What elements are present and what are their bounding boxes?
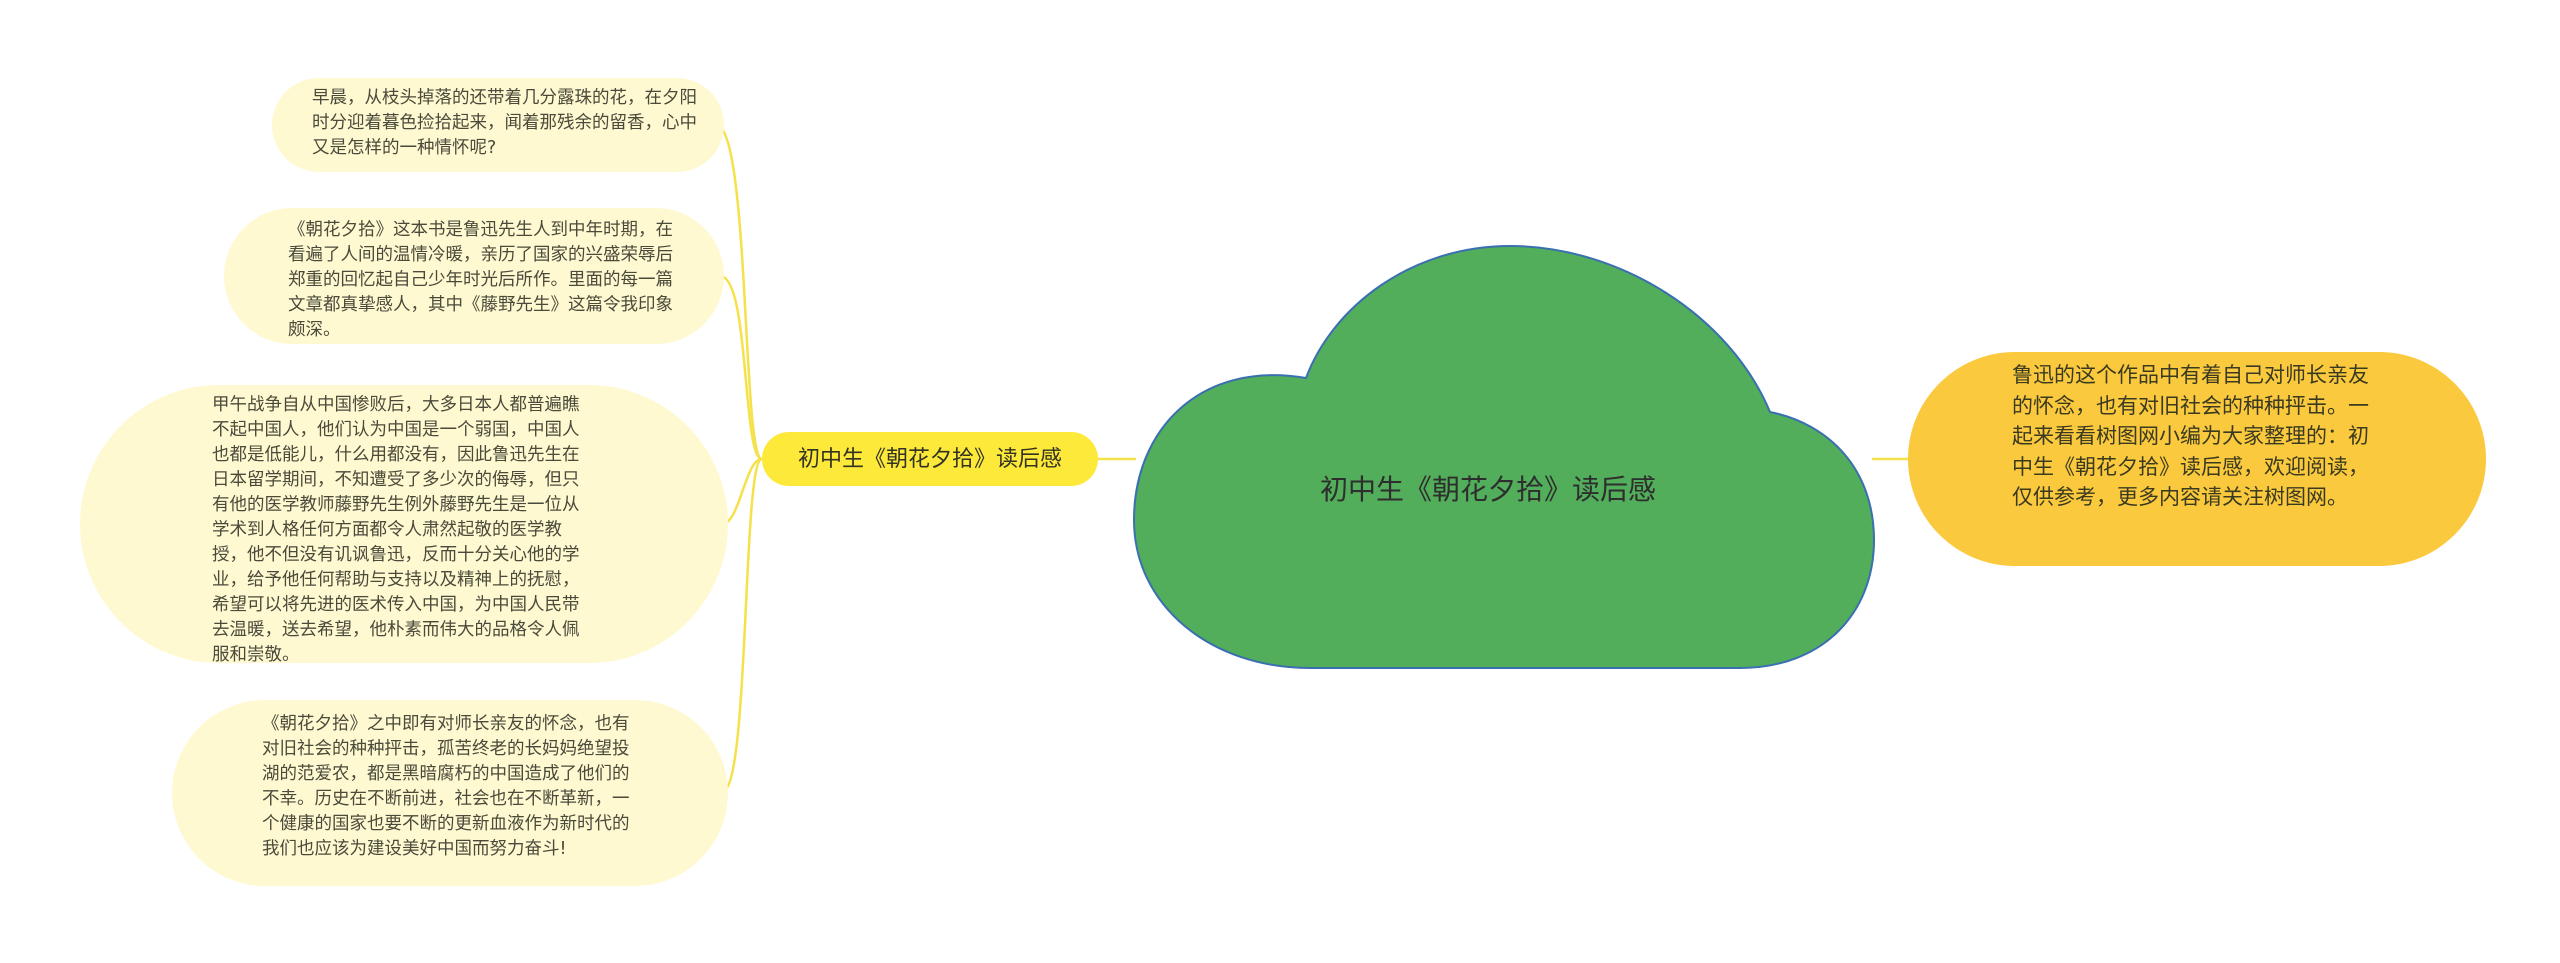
center-cloud[interactable] (1132, 244, 1876, 669)
leaf-bubble-4[interactable] (172, 700, 728, 886)
connector-branch-leaf4 (721, 457, 764, 794)
leaf-text-2: 《朝花夕拾》这本书是鲁迅先生人到中年时期，在看遍了人间的温情冷暖，亲历了国家的兴… (288, 220, 673, 340)
connectors (715, 123, 1910, 794)
connector-branch-leaf1 (715, 123, 764, 461)
center-label: 初中生《朝花夕拾》读后感 (1320, 473, 1657, 506)
branch-label: 初中生《朝花夕拾》读后感 (797, 447, 1062, 472)
leaf-bubble-3[interactable] (80, 385, 728, 663)
right-node[interactable] (1908, 352, 2486, 566)
connector-branch-leaf2 (719, 274, 763, 461)
leaf-bubble-2[interactable] (224, 208, 724, 344)
branch-node[interactable] (762, 432, 1098, 486)
right-node-text: 鲁迅的这个作品中有着自己对师长亲友的怀念，也有对旧社会的种种抨击。一起来看看树图… (2012, 363, 2369, 509)
leaf-text-1: 早晨，从枝头掉落的还带着几分露珠的花，在夕阳时分迎着暮色捡拾起来，闻着那残余的留… (312, 88, 697, 158)
leaf-bubble-1[interactable] (272, 78, 724, 172)
leaf-text-4: 《朝花夕拾》之中即有对师长亲友的怀念，也有对旧社会的种种抨击，孤苦终老的长妈妈绝… (262, 714, 630, 859)
leaf-text-3: 甲午战争自从中国惨败后，大多日本人都普遍瞧不起中国人，他们认为中国是一个弱国，中… (212, 395, 580, 665)
